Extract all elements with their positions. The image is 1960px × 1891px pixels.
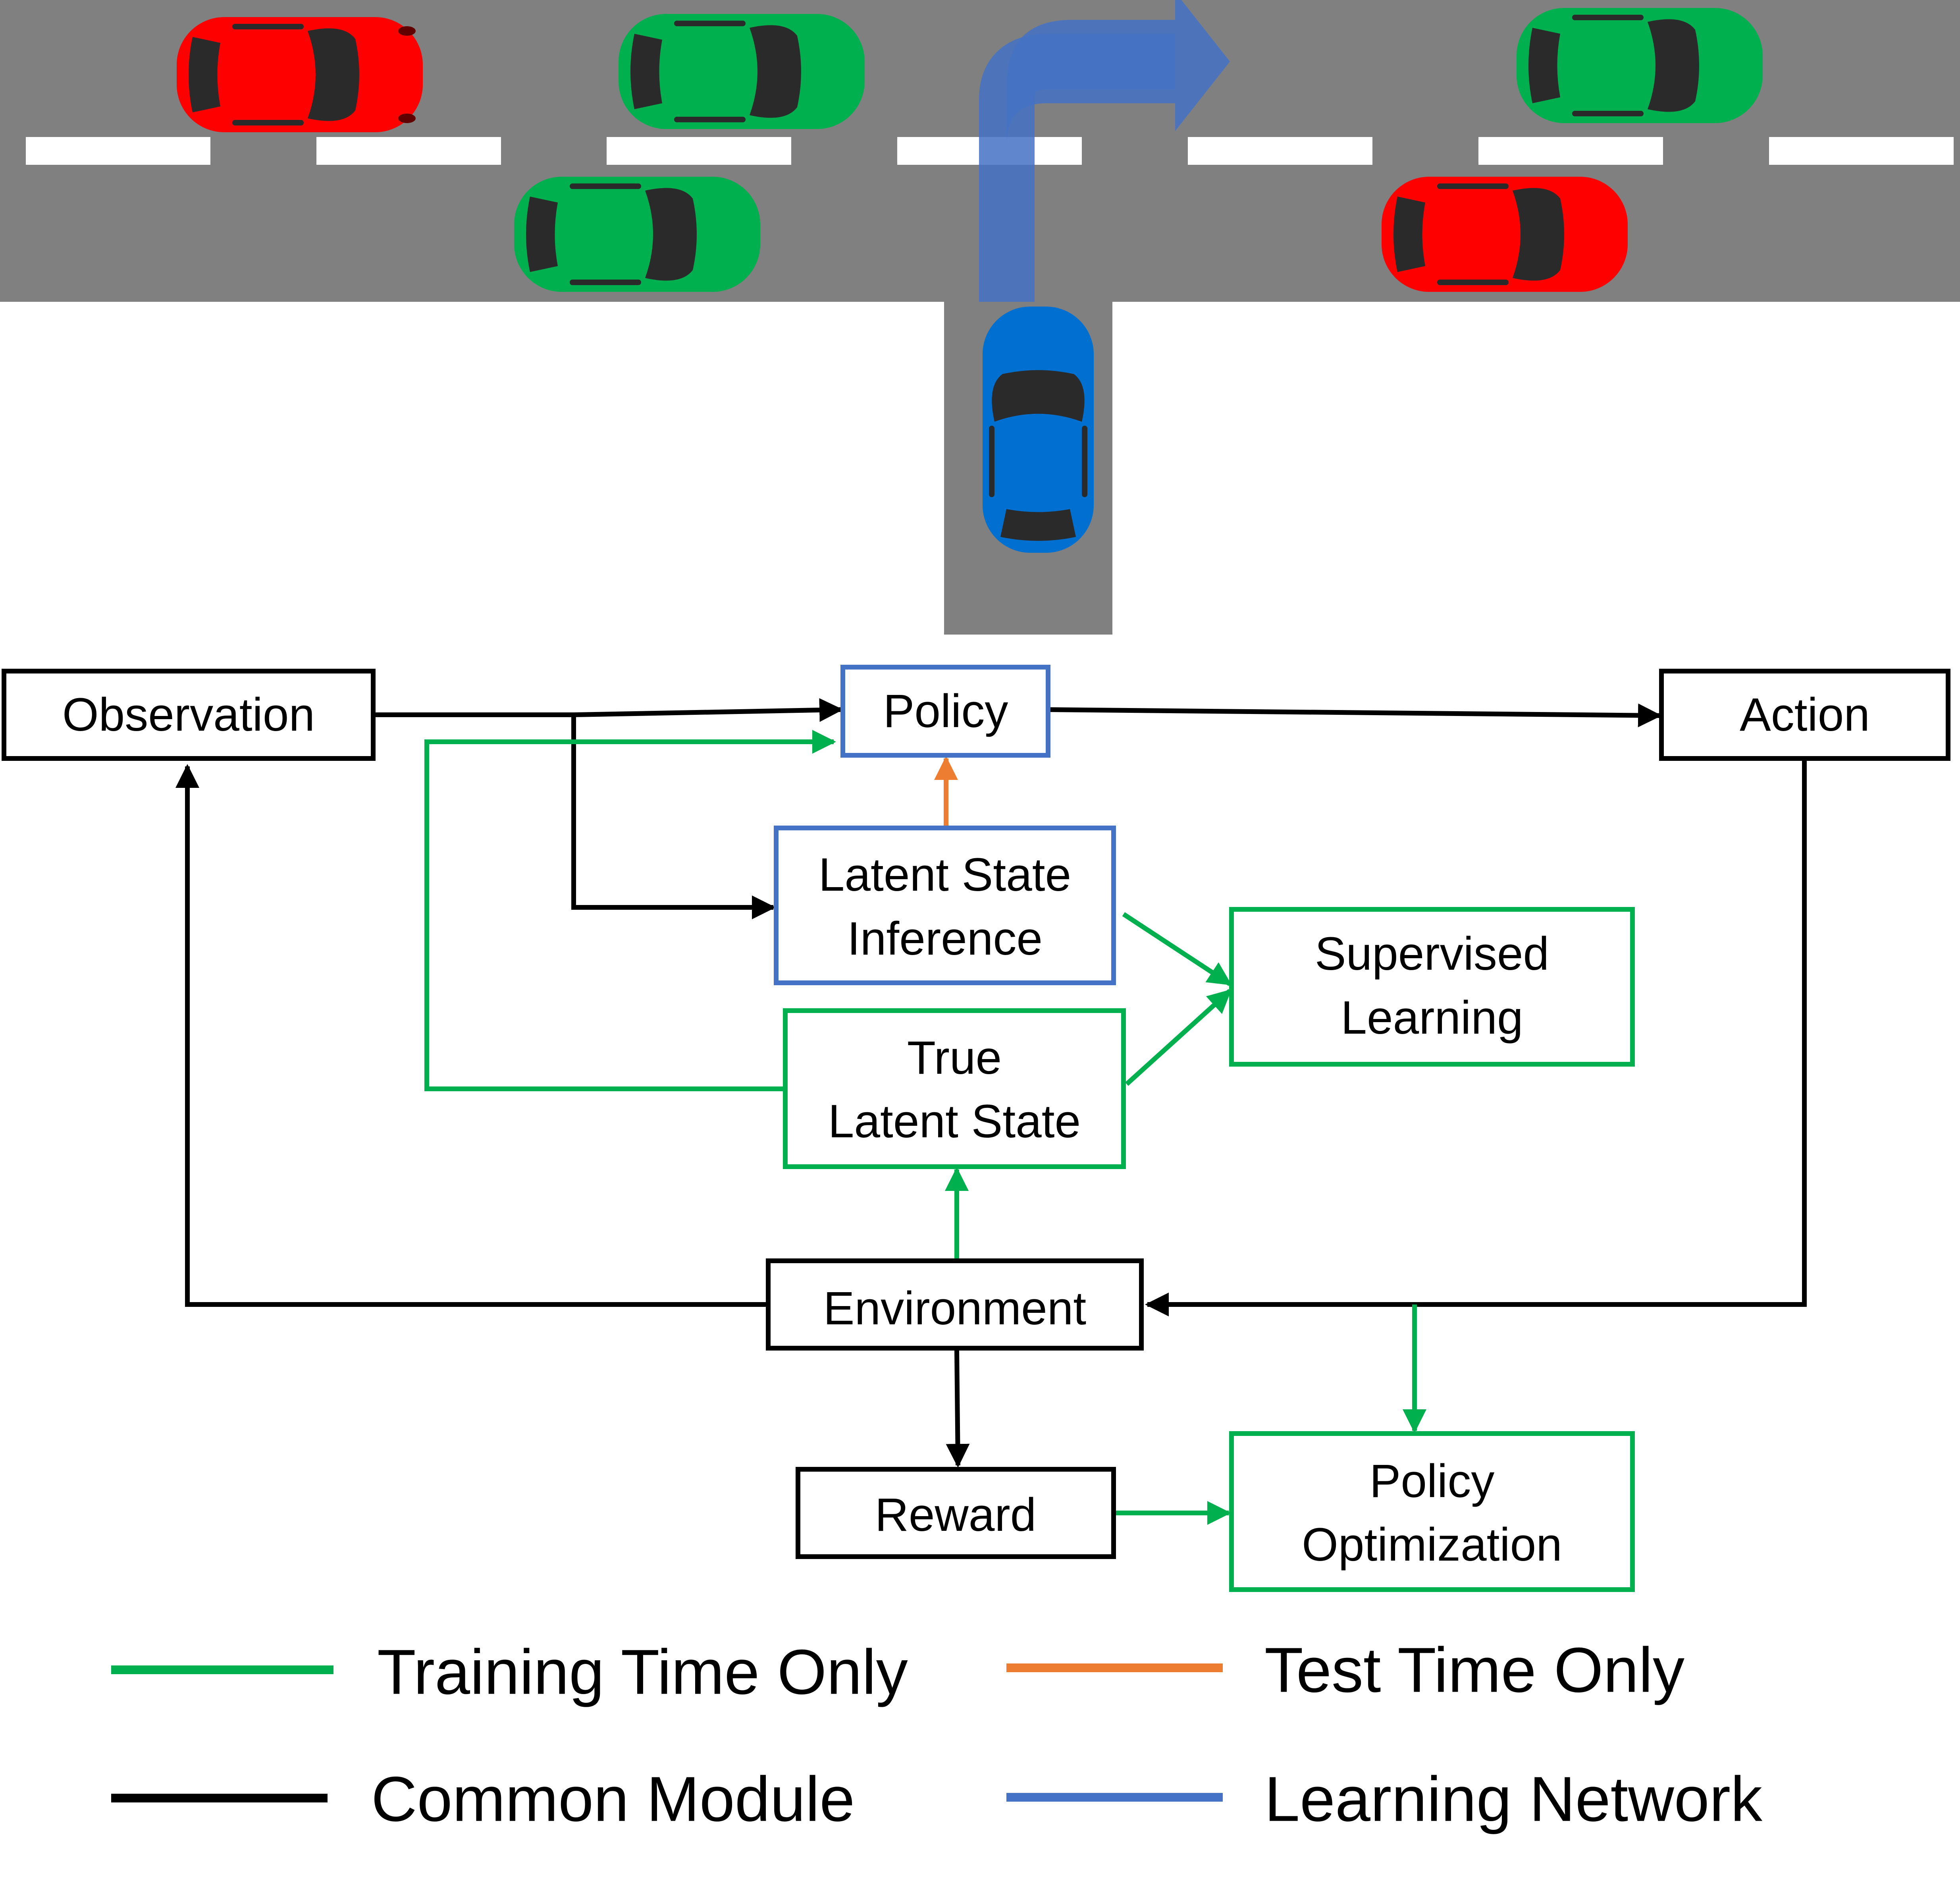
policy-optimization-label-1: Policy	[1370, 1455, 1495, 1507]
green-car-icon	[1517, 8, 1763, 123]
policy-optimization-label-2: Optimization	[1302, 1519, 1562, 1571]
green-car-icon	[514, 177, 760, 292]
observation-box: Observation	[2, 669, 376, 761]
arrow-observation-latent-inference	[571, 715, 776, 919]
true-latent-box: True Latent State	[783, 1008, 1126, 1169]
true-latent-label-2: Latent State	[828, 1095, 1081, 1148]
ego-car-icon	[983, 307, 1094, 553]
legend-item-test: Test Time Only	[1006, 1634, 1684, 1706]
latent-inference-label-1: Latent State	[819, 849, 1071, 901]
latent-inference-label-2: Inference	[847, 913, 1043, 965]
green-car-icon	[619, 14, 865, 129]
supervised-learning-box: Supervised Learning	[1229, 907, 1635, 1067]
supervised-label-2: Learning	[1341, 992, 1523, 1044]
lane-dash	[1478, 137, 1663, 165]
lane-dash	[607, 137, 791, 165]
route-arrow-body	[979, 34, 1175, 302]
red-car-icon	[177, 17, 423, 132]
latent-inference-box: Latent State Inference	[774, 826, 1116, 985]
policy-label: Policy	[883, 685, 1008, 737]
lane-markings	[26, 137, 1954, 165]
lane-dash	[1188, 137, 1372, 165]
arrow-policy-action	[1049, 703, 1662, 727]
arrow-observation-policy	[374, 698, 843, 722]
legend-label-learning: Learning Network	[1264, 1764, 1763, 1835]
arrow-environment-reward	[946, 1350, 970, 1468]
action-box: Action	[1659, 669, 1950, 761]
lane-dash	[316, 137, 501, 165]
legend-item-training: Training Time Only	[111, 1636, 908, 1708]
arrow-latent-inference-supervised	[1122, 912, 1232, 986]
legend-item-learning: Learning Network	[1006, 1764, 1763, 1835]
reward-box: Reward	[796, 1467, 1116, 1559]
boxes: Observation Policy Action Latent State I…	[2, 665, 1950, 1592]
lane-dash	[1769, 137, 1954, 165]
environment-box: Environment	[766, 1258, 1144, 1351]
arrow-true-latent-supervised	[1125, 989, 1232, 1086]
legend-label-test: Test Time Only	[1264, 1634, 1684, 1706]
arrow-environment-observation	[175, 764, 766, 1307]
environment-label: Environment	[823, 1282, 1086, 1335]
arrow-true-latent-policy	[424, 730, 836, 1091]
action-label: Action	[1740, 689, 1870, 741]
cars	[177, 8, 1763, 553]
arrow-action-environment	[1145, 759, 1807, 1316]
true-latent-label-1: True	[907, 1032, 1002, 1084]
legend-item-common: Common Module	[111, 1764, 855, 1835]
policy-box: Policy	[840, 665, 1050, 758]
observation-label: Observation	[62, 689, 315, 741]
connectors	[175, 698, 1807, 1525]
reward-label: Reward	[875, 1489, 1037, 1541]
lane-dash	[26, 137, 210, 165]
supervised-label-1: Supervised	[1315, 928, 1549, 980]
policy-optimization-box: Policy Optimization	[1229, 1431, 1635, 1592]
legend-label-training: Training Time Only	[377, 1636, 908, 1708]
legend-label-common: Common Module	[371, 1764, 855, 1835]
red-car-icon	[1382, 177, 1628, 292]
legend: Training Time Only Test Time Only Common…	[111, 1634, 1763, 1835]
